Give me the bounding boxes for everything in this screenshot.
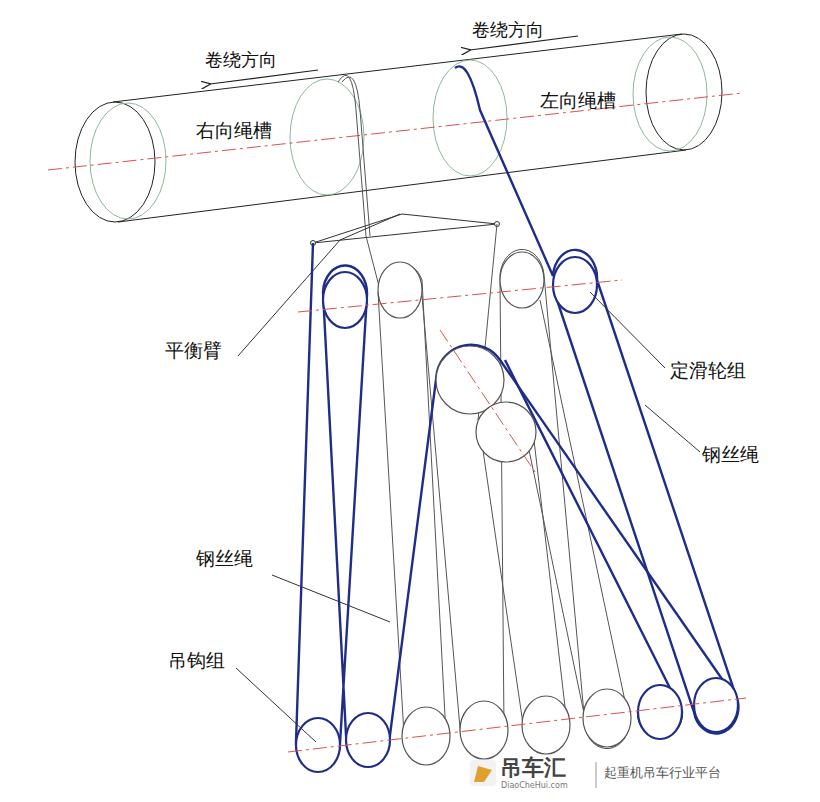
drum xyxy=(48,34,742,222)
wire-rope-gray xyxy=(338,75,629,762)
watermark: DiaoCheHui.com xyxy=(501,782,568,791)
watermark: 吊车汇 xyxy=(500,756,566,780)
part-label: 钢丝绳 xyxy=(702,444,759,465)
groove-label: 左向绳槽 xyxy=(540,90,616,111)
part-label: 吊钩组 xyxy=(168,650,225,671)
groove-label: 右向绳槽 xyxy=(196,120,272,141)
wire-rope-blue xyxy=(296,66,738,769)
direction-arrow xyxy=(210,70,318,84)
leader-line xyxy=(236,214,700,742)
direction-label: 卷绕方向 xyxy=(205,50,277,70)
direction-label: 卷绕方向 xyxy=(472,20,544,40)
fixed-pulley-group xyxy=(298,252,622,472)
part-label: 平衡臂 xyxy=(165,340,222,361)
part-label: 钢丝绳 xyxy=(196,548,253,569)
part-label: 定滑轮组 xyxy=(670,360,746,381)
watermark: 起重机吊车行业平台 xyxy=(604,766,721,780)
